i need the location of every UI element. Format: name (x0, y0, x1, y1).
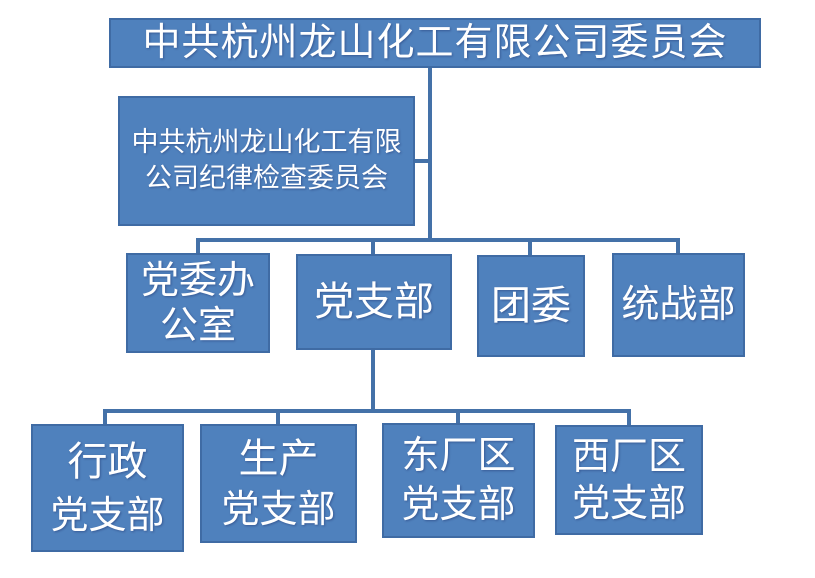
connector-stub-party-office (196, 238, 200, 258)
connector-stub-east-plant-branch (456, 409, 460, 428)
connector-stub-youth-league (528, 238, 532, 260)
node-label: 党支部 (314, 279, 434, 325)
node-label-line1: 党委办 (140, 258, 255, 303)
connector-discipline-stub (413, 159, 432, 163)
node-party-committee-office: 党委办 公室 (126, 253, 270, 353)
node-production-party-branch: 生产 党支部 (200, 424, 357, 543)
connector-level4-horizontal (103, 409, 631, 413)
connector-stub-party-branch (371, 238, 375, 259)
node-united-front-dept: 统战部 (612, 253, 745, 357)
node-label-line2: 党支部 (571, 480, 686, 525)
connector-party-branch-down (371, 345, 375, 413)
node-label: 统战部 (621, 282, 736, 327)
connector-stub-admin-branch (103, 409, 107, 429)
node-party-branch: 党支部 (296, 254, 452, 350)
node-label-line1: 行政 (67, 438, 148, 485)
node-admin-party-branch: 行政 党支部 (31, 424, 184, 552)
node-label-line2: 党支部 (50, 492, 165, 537)
node-label-line1: 生产 (238, 435, 319, 482)
node-west-plant-party-branch: 西厂区 党支部 (555, 425, 703, 535)
node-youth-league: 团委 (477, 255, 585, 357)
node-label-line2: 公司纪律检查委员会 (145, 163, 388, 194)
connector-stub-production-branch (276, 409, 280, 429)
connector-stub-united-front (676, 238, 680, 258)
node-label-line1: 东厂区 (401, 433, 516, 478)
node-label-line2: 党支部 (221, 486, 336, 531)
connector-root-vertical (428, 66, 432, 242)
node-discipline-committee: 中共杭州龙山化工有限 公司纪律检查委员会 (118, 96, 415, 226)
node-label-line1: 中共杭州龙山化工有限 (131, 127, 402, 159)
node-label-line2: 党支部 (401, 482, 516, 527)
node-label: 团委 (491, 283, 571, 329)
connector-level3-horizontal (196, 238, 680, 242)
connector-stub-west-plant-branch (627, 409, 631, 430)
node-label-line2: 公室 (159, 303, 236, 347)
node-east-plant-party-branch: 东厂区 党支部 (382, 423, 535, 538)
node-label: 中共杭州龙山化工有限公司委员会 (142, 20, 728, 65)
node-party-committee: 中共杭州龙山化工有限公司委员会 (109, 18, 761, 68)
node-label-line1: 西厂区 (571, 433, 686, 478)
